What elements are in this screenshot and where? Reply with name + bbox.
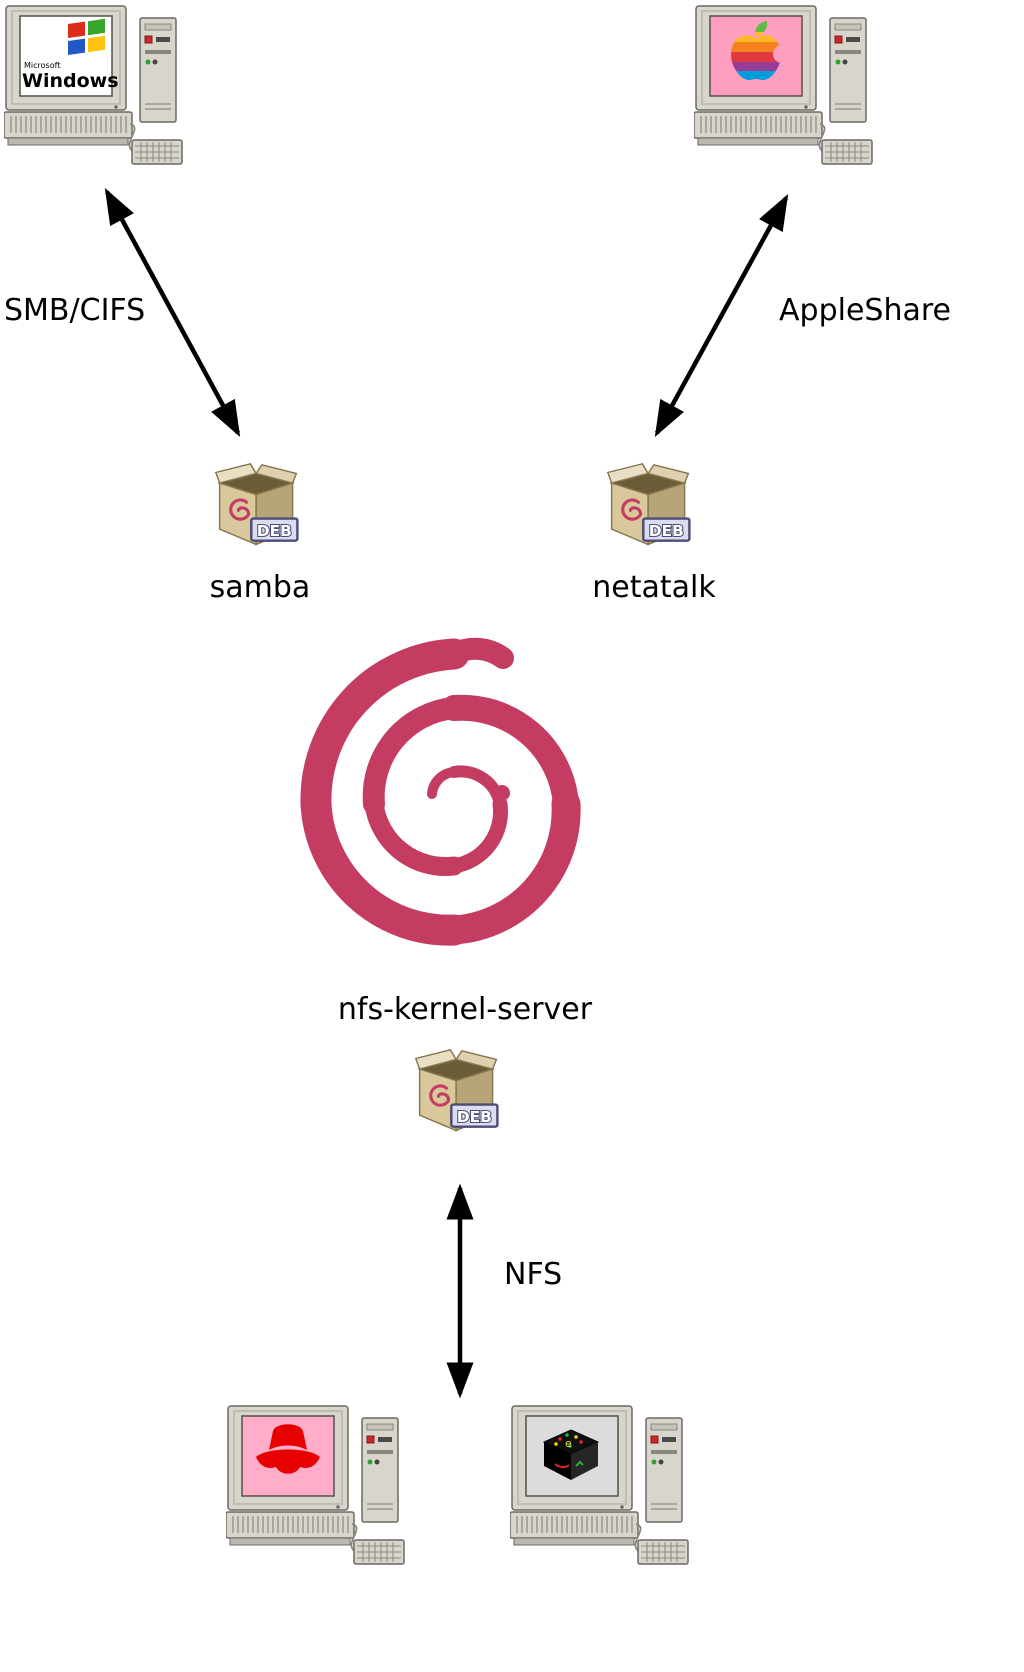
apple-bite xyxy=(773,45,791,63)
blackbox-glyph-text: e xyxy=(565,1437,572,1450)
nfs-protocol-label: NFS xyxy=(504,1257,563,1292)
windows-brand-text: Windows xyxy=(22,70,119,92)
netatalk-package-icon xyxy=(598,460,704,556)
microsoft-brand-text: Microsoft xyxy=(24,61,60,70)
blackbox-logo-icon: e xyxy=(542,1429,600,1480)
debian-swirl-icon xyxy=(300,637,581,946)
samba-package-icon xyxy=(206,460,312,556)
netatalk-package-label: netatalk xyxy=(592,570,716,605)
windows-logo-icon xyxy=(68,18,105,55)
smb-protocol-label: SMB/CIFS xyxy=(4,293,146,328)
appleshare-arrow xyxy=(654,194,789,437)
windows-workstation-icon: Microsoft Windows xyxy=(4,4,184,169)
nfs-kernel-server-package-label: nfs-kernel-server xyxy=(337,992,593,1027)
smb-arrow xyxy=(104,188,241,437)
apple-workstation-icon xyxy=(694,4,874,169)
debian-swirl-dot xyxy=(494,785,510,801)
samba-package-label: samba xyxy=(209,570,311,605)
redhat-workstation-icon xyxy=(226,1404,406,1569)
blackbox-workstation-icon: e xyxy=(510,1404,690,1569)
nfs-kernel-server-package-icon xyxy=(406,1046,512,1142)
appleshare-protocol-label: AppleShare xyxy=(779,293,951,328)
redhat-logo-icon xyxy=(256,1424,320,1474)
